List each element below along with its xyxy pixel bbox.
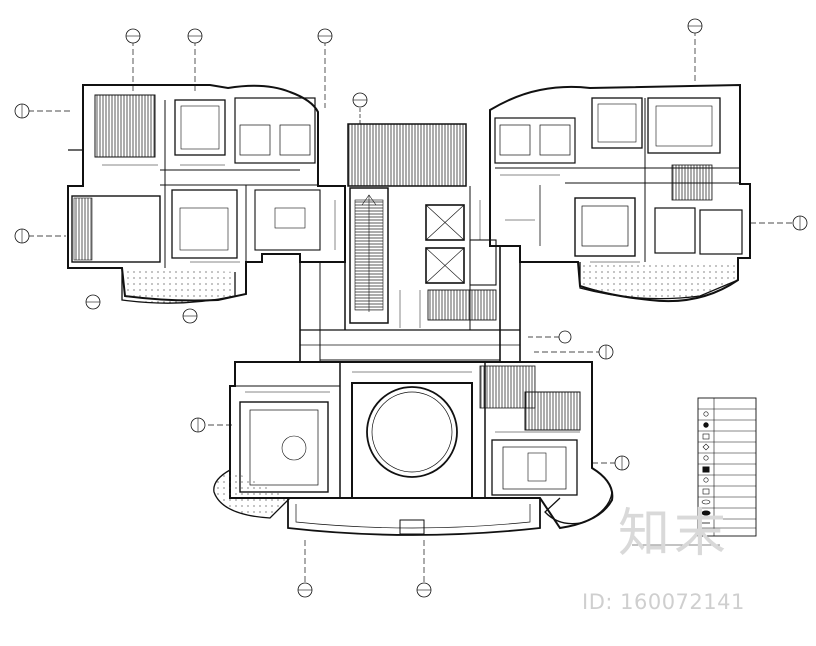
- room: [654, 207, 696, 254]
- room-inner: [249, 409, 319, 486]
- furniture: [527, 452, 547, 482]
- room-inner: [180, 105, 220, 150]
- legend-title: [698, 398, 756, 409]
- stair-hatch-left: [94, 94, 156, 158]
- room-inner: [655, 105, 713, 147]
- bay-right: [544, 491, 613, 525]
- room-inner: [179, 207, 229, 251]
- room-inner: [581, 205, 629, 247]
- room: [239, 401, 329, 493]
- stair-core: [349, 187, 389, 324]
- hall: [351, 382, 473, 499]
- stair-hatch-left-2: [73, 197, 93, 261]
- room: [174, 99, 226, 156]
- elevator-shaft: [425, 204, 465, 241]
- entrance-canopy: [287, 498, 541, 536]
- right-wing: [489, 83, 751, 303]
- domed-ceiling: [366, 386, 458, 478]
- watermark-logo: 知末: [618, 504, 731, 564]
- room-inner: [502, 446, 567, 490]
- room: [254, 189, 321, 251]
- room: [539, 124, 571, 156]
- elevator-shaft: [425, 247, 465, 284]
- room: [494, 117, 576, 164]
- room: [591, 97, 643, 149]
- room: [574, 197, 636, 257]
- room: [647, 97, 721, 154]
- balcony-right: [579, 262, 739, 300]
- room: [491, 439, 578, 496]
- grid-bubble: [558, 330, 572, 344]
- room: [239, 124, 271, 156]
- legend-table: [697, 397, 757, 537]
- central-core: [299, 123, 521, 362]
- room: [71, 195, 161, 263]
- grid-axes: [28, 30, 792, 583]
- entry-door: [399, 519, 425, 535]
- stair-hatch-lower: [479, 365, 536, 409]
- lower-block: [213, 361, 614, 536]
- room: [234, 97, 316, 164]
- furniture: [274, 207, 306, 229]
- bay-left: [213, 469, 291, 519]
- corridor-hatch-top: [347, 123, 467, 187]
- grid-bubble-ticks: [21, 25, 801, 591]
- legend-border: [697, 397, 757, 537]
- room: [499, 124, 531, 156]
- watermark-id: ID: 160072141: [582, 590, 745, 614]
- room: [171, 189, 238, 259]
- detail-lines: [102, 164, 640, 433]
- room: [699, 209, 743, 255]
- left-wing: [67, 84, 346, 304]
- shaft-hatch: [427, 289, 497, 321]
- room-inner: [597, 103, 637, 143]
- balcony-left: [121, 268, 236, 304]
- room: [279, 124, 311, 156]
- lower-outline: [229, 361, 614, 530]
